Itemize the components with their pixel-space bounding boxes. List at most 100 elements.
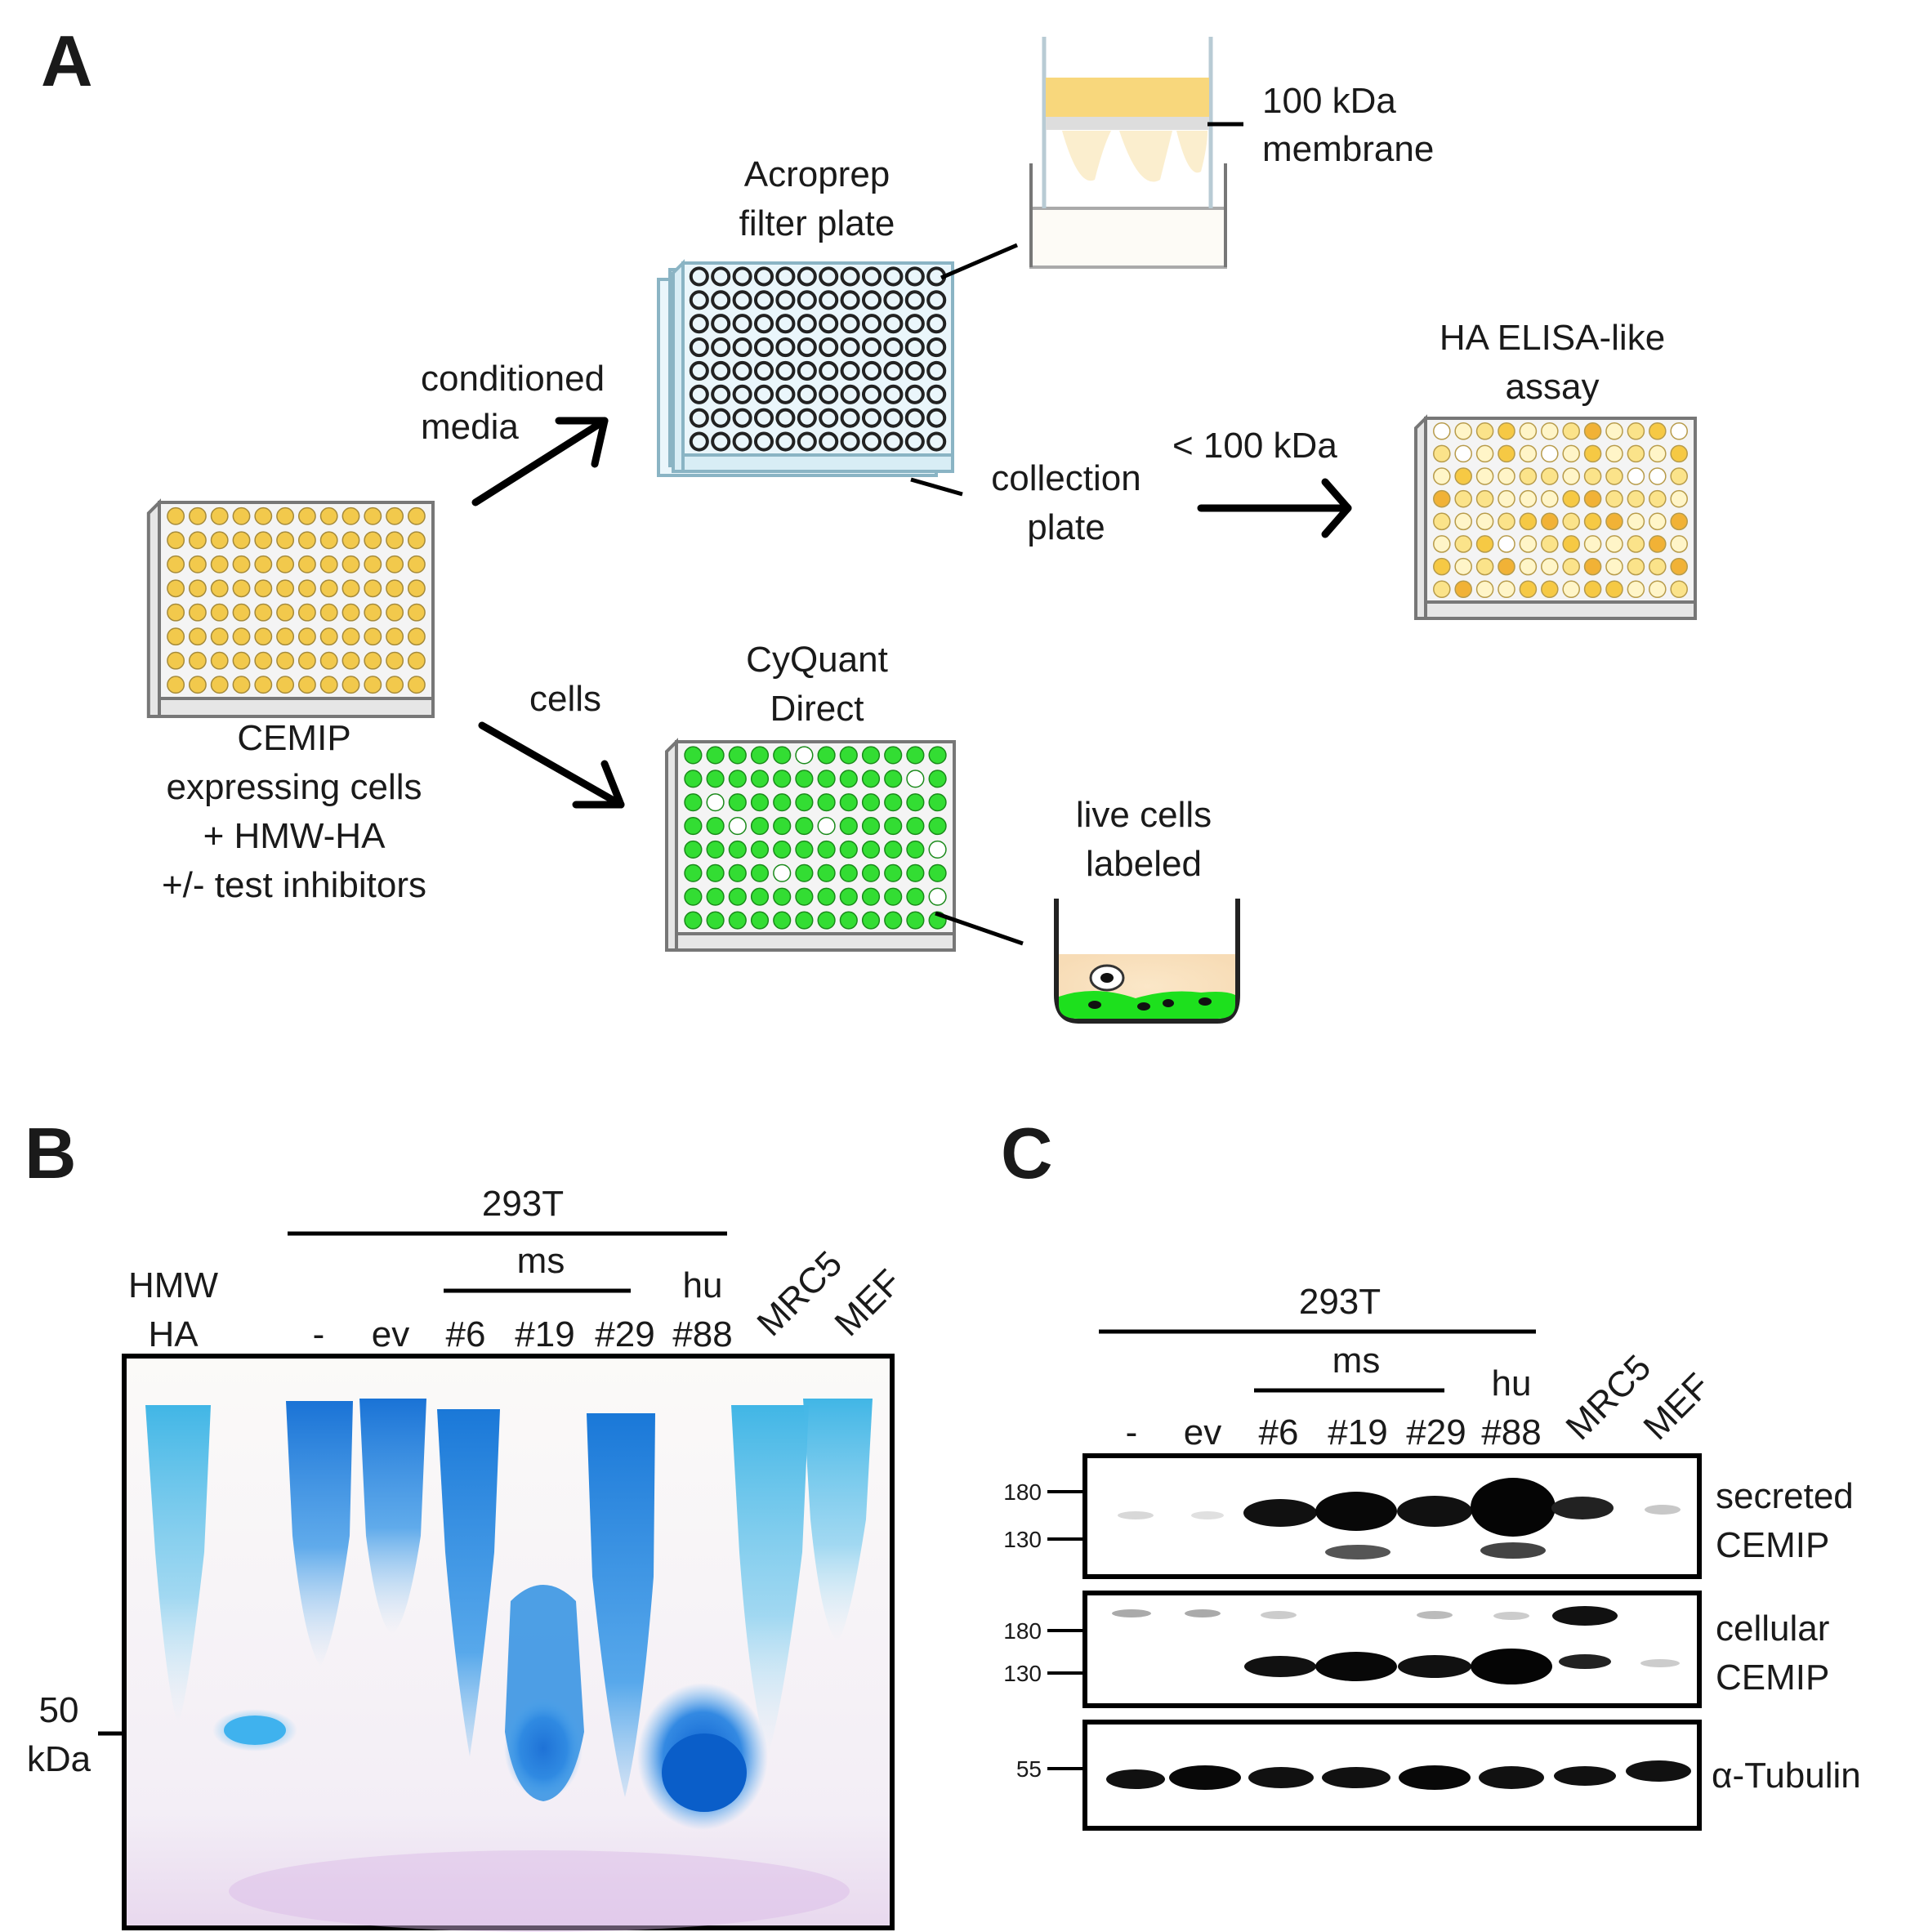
plate-well bbox=[232, 555, 251, 573]
plate-well bbox=[817, 746, 836, 765]
source-96-well-plate bbox=[146, 498, 435, 718]
plate-well bbox=[167, 627, 185, 646]
plate-well bbox=[753, 337, 774, 358]
plate-well bbox=[1433, 535, 1451, 553]
plate-well bbox=[1562, 512, 1580, 531]
plate-well bbox=[1519, 467, 1538, 485]
plate-well bbox=[711, 360, 731, 381]
plate-well bbox=[926, 384, 947, 404]
plate-well bbox=[775, 266, 796, 287]
blot-lane-label: - bbox=[1126, 1412, 1138, 1452]
plate-well bbox=[904, 360, 925, 381]
cyquant-96-well-plate bbox=[665, 738, 956, 952]
plate-well bbox=[319, 579, 338, 598]
plate-well bbox=[839, 911, 858, 930]
live-cells-label-1: live cells bbox=[1076, 795, 1212, 835]
plate-well bbox=[711, 314, 731, 334]
plate-well bbox=[386, 506, 404, 525]
plate-well bbox=[1454, 512, 1472, 531]
arrow-media-label-2: media bbox=[421, 407, 519, 447]
plate-well bbox=[904, 384, 925, 404]
plate-well bbox=[1583, 444, 1602, 463]
plate-well bbox=[1433, 512, 1451, 531]
plate-well bbox=[711, 337, 731, 358]
plate-well bbox=[1454, 467, 1472, 485]
plate-well bbox=[883, 337, 904, 358]
plate-well bbox=[210, 676, 229, 694]
plate-well bbox=[711, 384, 731, 404]
plate-well bbox=[386, 627, 404, 646]
blot3-label: α-Tubulin bbox=[1712, 1756, 1861, 1796]
blot-lane-label: #19 bbox=[1328, 1412, 1387, 1452]
plate-well bbox=[1519, 535, 1538, 553]
plate-well bbox=[861, 840, 881, 859]
filter-plate-label-2: filter plate bbox=[739, 203, 895, 243]
plate-well bbox=[750, 746, 770, 765]
plate-well bbox=[297, 603, 316, 622]
plate-well bbox=[1649, 580, 1667, 599]
plate-well bbox=[210, 555, 229, 573]
plate-well bbox=[297, 555, 316, 573]
western-blot-secreted-cemip bbox=[1082, 1453, 1702, 1579]
plate-well bbox=[928, 746, 947, 765]
live-cells-label-2: labeled bbox=[1086, 844, 1202, 884]
plate-well bbox=[928, 887, 947, 906]
plate-well bbox=[750, 770, 770, 788]
plate-well bbox=[341, 531, 360, 550]
plate-well bbox=[210, 506, 229, 525]
plate-well bbox=[341, 603, 360, 622]
plate-well bbox=[407, 555, 426, 573]
plate-well bbox=[386, 555, 404, 573]
plate-well bbox=[684, 770, 703, 788]
plate-well bbox=[1541, 489, 1559, 508]
plate-well bbox=[1519, 512, 1538, 531]
plate-well bbox=[1670, 512, 1688, 531]
plate-well bbox=[773, 887, 792, 906]
plate-well bbox=[386, 651, 404, 670]
plate-well bbox=[775, 431, 796, 452]
plate-well bbox=[904, 290, 925, 310]
membrane-label-2: membrane bbox=[1262, 129, 1434, 169]
plate-well bbox=[319, 531, 338, 550]
source-label-line-3: + HMW-HA bbox=[203, 816, 386, 856]
plate-well bbox=[773, 770, 792, 788]
plate-well bbox=[1433, 422, 1451, 440]
plate-well bbox=[684, 816, 703, 836]
plate-well bbox=[753, 266, 774, 287]
plate-well bbox=[364, 506, 382, 525]
plate-well bbox=[276, 531, 295, 550]
plate-well bbox=[883, 408, 904, 428]
plate-well bbox=[883, 431, 904, 452]
gel-marker-label-1: 50 bbox=[39, 1690, 79, 1730]
plate-well bbox=[732, 290, 752, 310]
collection-label-2: plate bbox=[1027, 507, 1105, 547]
blot1-label-2: CEMIP bbox=[1716, 1525, 1829, 1565]
plate-well bbox=[254, 531, 273, 550]
plate-well bbox=[1475, 557, 1494, 576]
gel-smear-lane-ev bbox=[359, 1399, 426, 1634]
plate-well bbox=[167, 603, 185, 622]
plate-well bbox=[839, 863, 858, 882]
plate-well bbox=[341, 555, 360, 573]
plate-well bbox=[1519, 422, 1538, 440]
plate-well bbox=[254, 627, 273, 646]
plate-well bbox=[906, 863, 925, 882]
plate-well bbox=[926, 314, 947, 334]
plate-well bbox=[817, 770, 836, 788]
plate-well bbox=[861, 384, 882, 404]
plate-well bbox=[773, 816, 792, 836]
plate-well bbox=[797, 408, 817, 428]
plate-well bbox=[1541, 422, 1559, 440]
plate-well bbox=[188, 506, 207, 525]
plate-well bbox=[210, 579, 229, 598]
plate-well bbox=[188, 627, 207, 646]
gel-group-label: 293T bbox=[482, 1184, 564, 1224]
plate-well bbox=[711, 431, 731, 452]
plate-well bbox=[254, 506, 273, 525]
plate-well bbox=[1541, 467, 1559, 485]
plate-well bbox=[276, 676, 295, 694]
plate-well bbox=[364, 676, 382, 694]
plate-well bbox=[1562, 467, 1580, 485]
plate-well bbox=[773, 793, 792, 812]
plate-well bbox=[188, 676, 207, 694]
